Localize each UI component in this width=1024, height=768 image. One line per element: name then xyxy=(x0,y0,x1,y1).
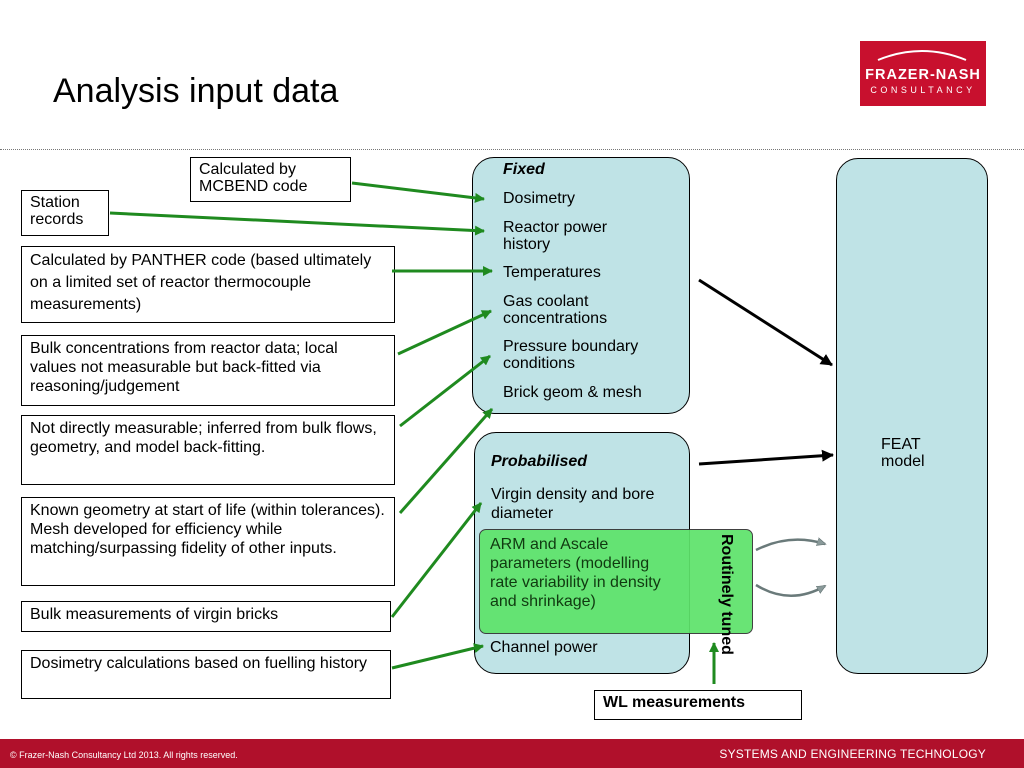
arrow-not-measurable xyxy=(399,354,491,428)
routinely-tuned-region xyxy=(479,529,753,634)
arrow-probabilised-to-feat xyxy=(698,449,834,466)
probabilised-item-virgin-density: Virgin density and bore diameter xyxy=(491,486,655,522)
fixed-header: Fixed xyxy=(503,161,545,178)
wl-measurements-box: WL measurements xyxy=(594,690,802,720)
source-station-records: Station records xyxy=(21,190,109,236)
arrow-mcbend xyxy=(351,181,485,203)
source-panther: Calculated by PANTHER code (based ultima… xyxy=(21,246,395,323)
source-known-geometry: Known geometry at start of life (within … xyxy=(21,497,395,586)
logo-text-secondary: CONSULTANCY xyxy=(870,85,976,95)
frazer-nash-logo: FRAZER-NASH CONSULTANCY xyxy=(860,41,986,106)
source-bulk-concentrations: Bulk concentrations from reactor data; l… xyxy=(21,335,395,406)
page-title: Analysis input data xyxy=(53,72,339,110)
source-bulk-measurements: Bulk measurements of virgin bricks xyxy=(21,601,391,632)
arrow-fixed-to-feat xyxy=(698,278,833,367)
source-dosimetry-calcs: Dosimetry calculations based on fuelling… xyxy=(21,650,391,699)
fixed-item-pressure-boundary: Pressure boundary conditions xyxy=(503,338,639,372)
arrow-bulk-concentrations xyxy=(397,309,492,356)
arrow-dosimetry-calcs xyxy=(391,643,484,670)
fixed-panel xyxy=(472,157,690,414)
fixed-item-temperatures: Temperatures xyxy=(503,264,601,281)
source-mcbend: Calculated by MCBEND code xyxy=(190,157,351,202)
probabilised-item-arm-ascale: ARM and Ascale parameters (modelling rat… xyxy=(490,536,661,610)
cycle-arrow-top xyxy=(755,540,825,552)
footer-copyright: © Frazer-Nash Consultancy Ltd 2013. All … xyxy=(10,750,238,760)
footer-bar: © Frazer-Nash Consultancy Ltd 2013. All … xyxy=(0,739,1024,768)
cycle-arrow-bottom xyxy=(755,583,825,597)
source-not-measurable: Not directly measurable; inferred from b… xyxy=(21,415,395,485)
logo-arc-icon xyxy=(877,50,967,61)
probabilised-header: Probabilised xyxy=(491,453,588,470)
fixed-item-dosimetry: Dosimetry xyxy=(503,190,576,207)
logo-text-primary: FRAZER-NASH xyxy=(865,67,981,83)
arrow-bulk-measurements xyxy=(390,502,483,618)
arrow-station-records xyxy=(109,211,485,236)
header-divider xyxy=(0,149,1024,150)
probabilised-item-channel-power: Channel power xyxy=(490,639,598,656)
fixed-item-reactor-power: Reactor power history xyxy=(503,219,608,253)
footer-tagline: SYSTEMS AND ENGINEERING TECHNOLOGY xyxy=(719,747,986,761)
feat-model-label: FEAT model xyxy=(881,436,925,470)
fixed-item-gas-coolant: Gas coolant concentrations xyxy=(503,293,608,327)
fixed-item-brick-geom: Brick geom & mesh xyxy=(503,384,642,401)
arrow-known-geometry xyxy=(398,408,494,514)
feat-model-panel xyxy=(836,158,988,674)
